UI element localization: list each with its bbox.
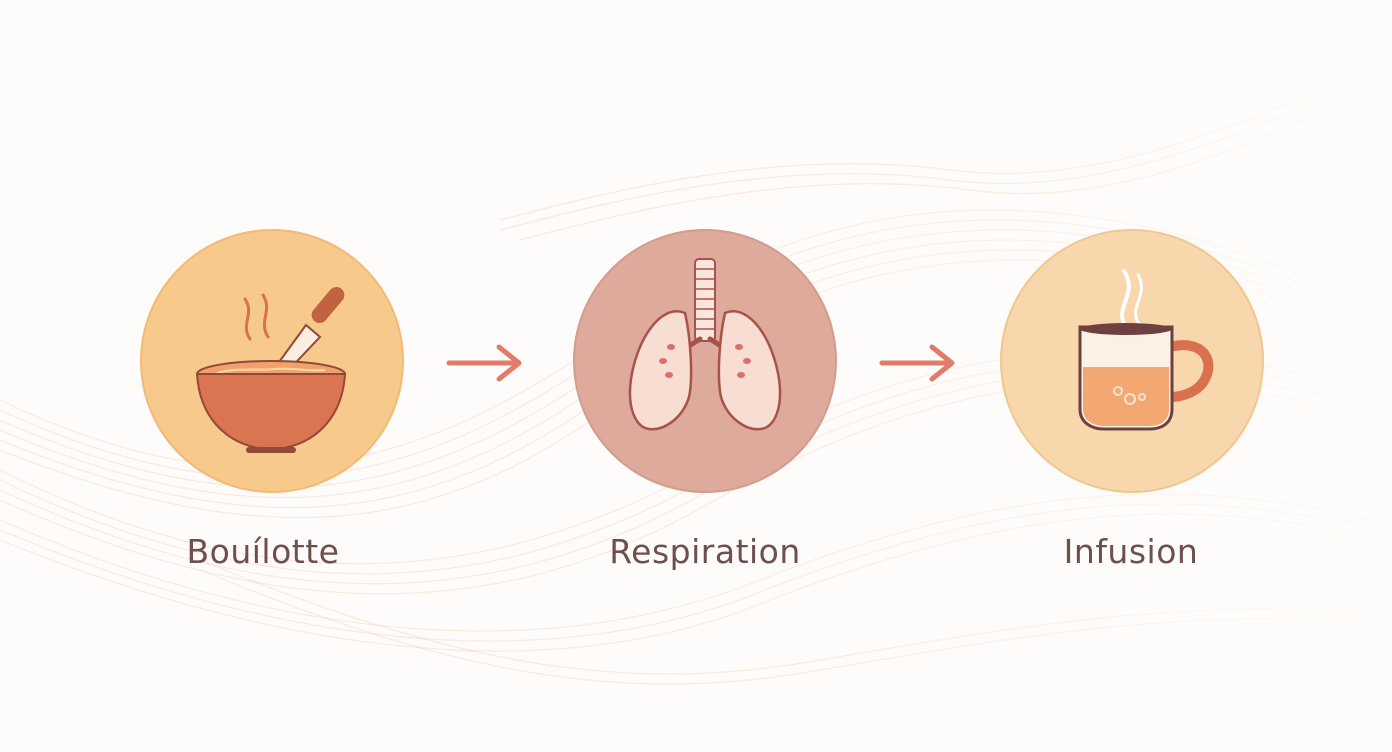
step-label-respiration: Respiration: [609, 532, 801, 571]
soup-bowl-icon: [140, 229, 404, 493]
step-circle-respiration: [573, 229, 837, 493]
arrow-right-icon: [446, 344, 522, 382]
step-circle-bouilotte: [140, 229, 404, 493]
arrow-right-icon: [879, 344, 955, 382]
step-label-infusion: Infusion: [1063, 532, 1199, 571]
step-label-bouilotte: Bouílotte: [186, 532, 340, 571]
tea-cup-icon: [1000, 229, 1264, 493]
step-circle-infusion: [1000, 229, 1264, 493]
lungs-icon: [573, 229, 837, 493]
